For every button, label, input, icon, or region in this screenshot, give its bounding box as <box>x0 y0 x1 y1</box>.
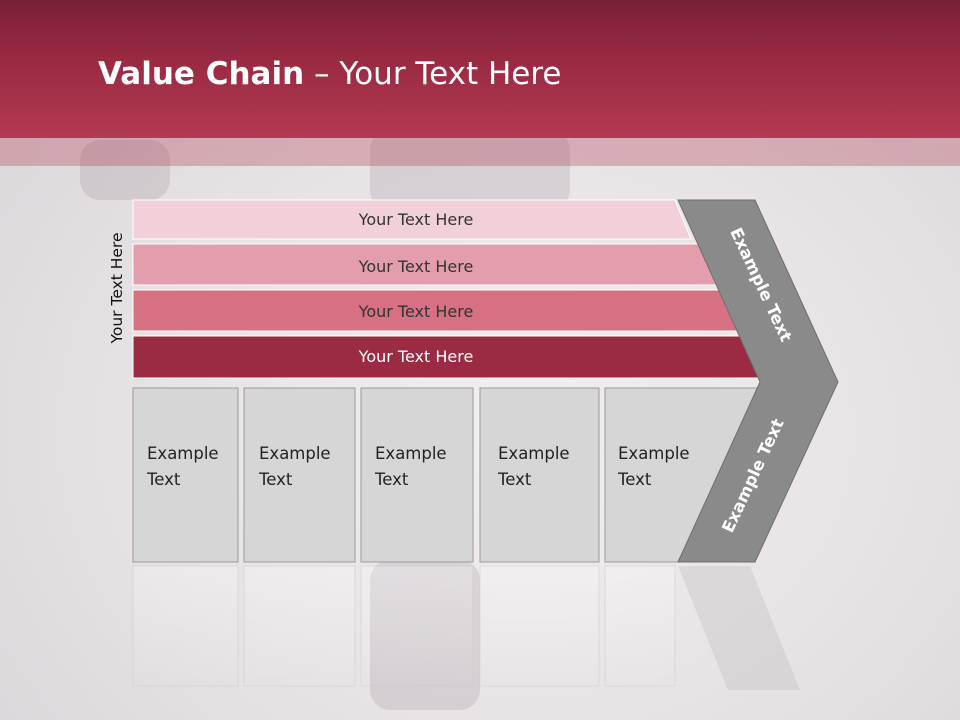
column-box-2 <box>243 387 356 563</box>
reflection-box <box>360 565 474 687</box>
band-2-label: Your Text Here <box>358 257 474 276</box>
column-box-3 <box>360 387 474 563</box>
column-box-1 <box>132 387 239 563</box>
column-2-line1: Example <box>259 444 331 463</box>
reflection-box <box>479 565 600 687</box>
band-3-label: Your Text Here <box>358 302 474 321</box>
title-rest: – Your Text Here <box>304 56 562 92</box>
column-1-line2: Text <box>146 470 181 489</box>
band-1 <box>132 199 692 240</box>
column-1-line1: Example <box>147 444 219 463</box>
reflection-box <box>243 565 356 687</box>
column-3-line1: Example <box>375 444 447 463</box>
header-strip <box>0 138 960 166</box>
column-5-line2: Text <box>617 470 652 489</box>
column-4-line1: Example <box>498 444 570 463</box>
chevron-arrow <box>677 199 839 563</box>
band-1-label: Your Text Here <box>358 210 474 229</box>
page-title: Value Chain – Your Text Here <box>98 56 561 92</box>
band-4-label: Your Text Here <box>358 347 474 366</box>
header-bar <box>0 0 960 138</box>
column-3-line2: Text <box>374 470 409 489</box>
column-2-line2: Text <box>258 470 293 489</box>
reflection <box>132 565 800 690</box>
title-bold: Value Chain <box>98 56 305 92</box>
column-box-4 <box>479 387 600 563</box>
column-5-line1: Example <box>618 444 690 463</box>
background-figure <box>370 130 570 210</box>
reflection-box <box>604 565 676 687</box>
reflection-arrow <box>678 566 800 690</box>
column-4-line2: Text <box>497 470 532 489</box>
background-figure <box>80 140 170 200</box>
reflection-box <box>132 565 239 687</box>
